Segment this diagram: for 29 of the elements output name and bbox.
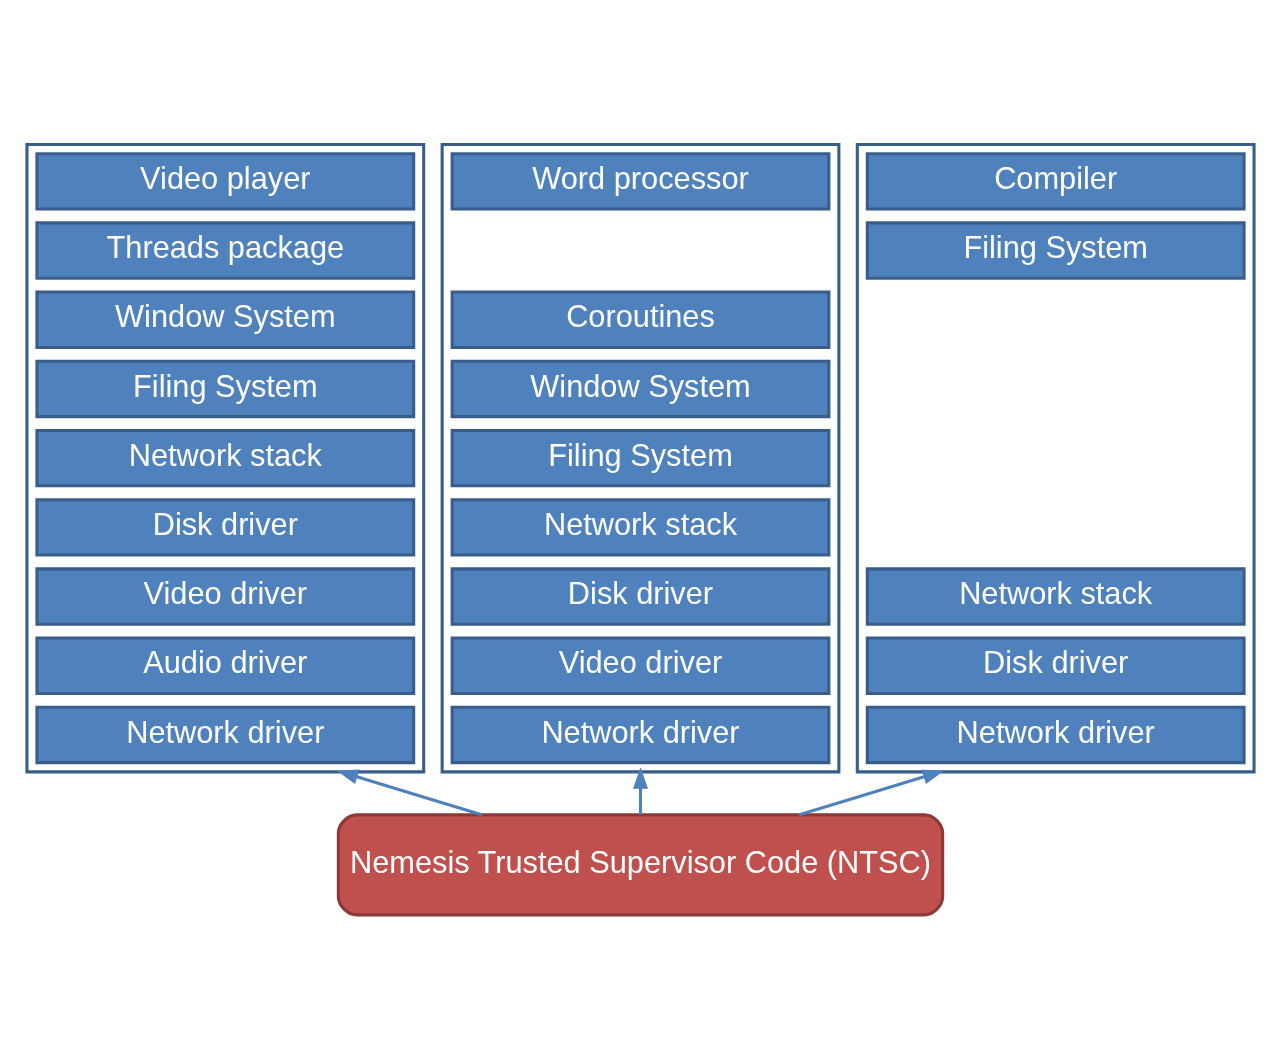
arrow (336, 769, 483, 816)
node-box: Video driver (35, 566, 416, 626)
cluster (855, 142, 1256, 773)
node-box: Disk driver (865, 636, 1246, 695)
node-box: Threads package (35, 220, 416, 280)
node-box: Network stack (450, 497, 831, 557)
arrow (798, 769, 945, 816)
node-box: Network driver (35, 705, 416, 764)
node-box: Video driver (450, 636, 831, 695)
node-box: Word processor (450, 151, 831, 211)
cluster (25, 142, 426, 773)
node-box: Network stack (35, 428, 416, 487)
node-box: Audio driver (35, 636, 416, 695)
node-box: Filing System (35, 359, 416, 418)
node-box: Filing System (865, 220, 1246, 280)
node-box: Window System (450, 359, 831, 418)
node-box: Video player (35, 151, 416, 211)
node-box: Disk driver (35, 497, 416, 557)
node-box: Compiler (865, 151, 1246, 211)
node-box: Coroutines (450, 290, 831, 349)
arrow (632, 766, 649, 815)
node-box: Network driver (450, 705, 831, 764)
node-box: Filing System (450, 428, 831, 487)
cluster (440, 142, 841, 773)
node-box: Window System (35, 290, 416, 349)
node-box: Disk driver (450, 566, 831, 626)
node-box: Nemesis Trusted Supervisor Code (NTSC) (336, 812, 945, 916)
node-box: Network stack (865, 566, 1246, 626)
node-box: Network driver (865, 705, 1246, 764)
